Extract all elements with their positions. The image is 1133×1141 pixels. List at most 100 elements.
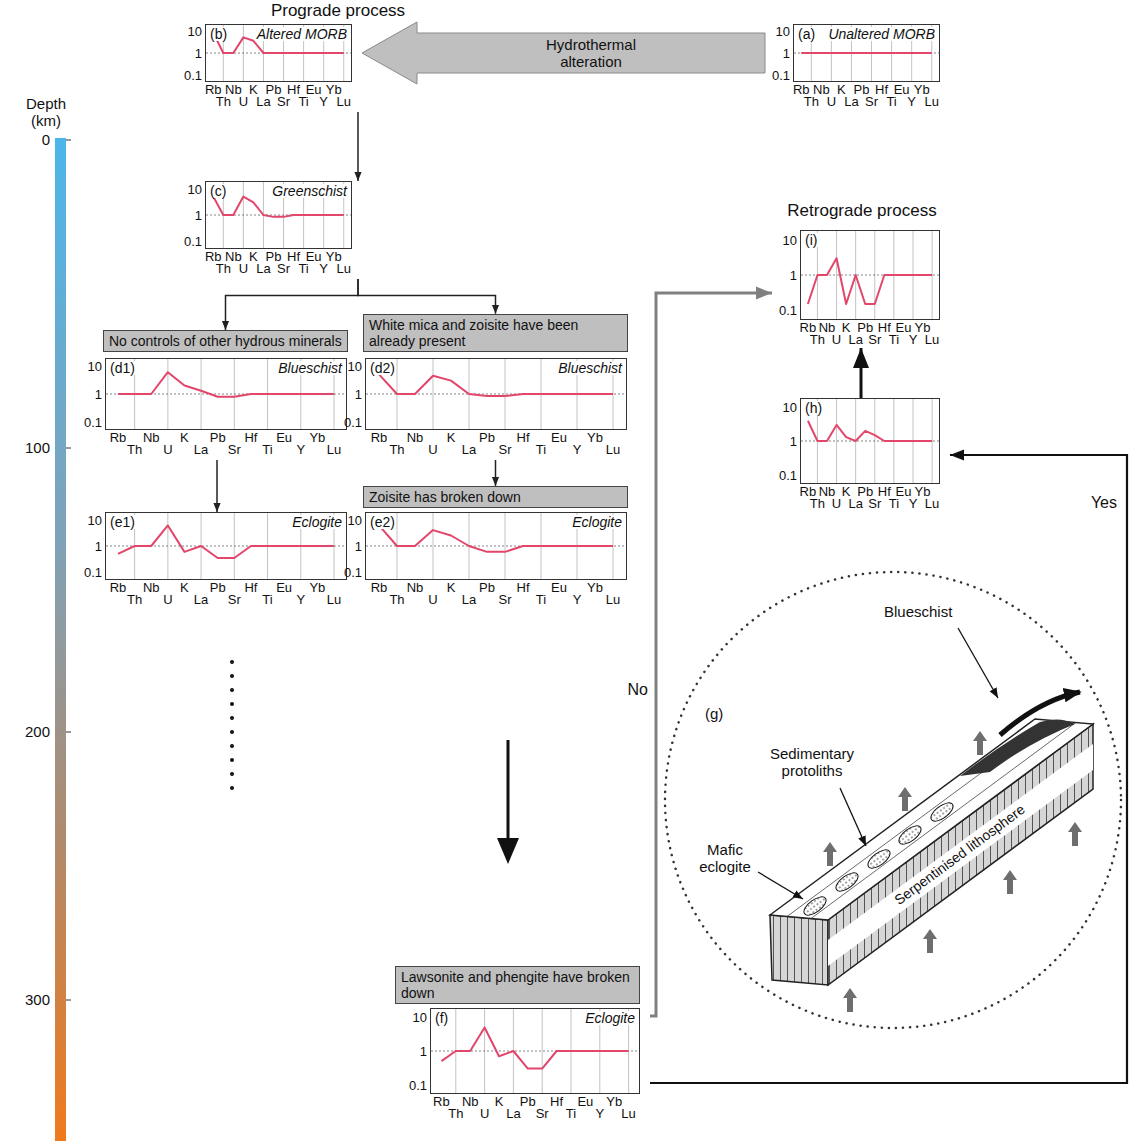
element-label: Rb <box>800 321 817 334</box>
element-label: Sr <box>868 333 881 346</box>
pattern-line <box>379 374 613 396</box>
element-label: Lu <box>621 1107 635 1120</box>
exhumation-arrow <box>1000 692 1080 735</box>
grid-line <box>223 25 224 81</box>
plot-frame: (i) <box>800 230 940 320</box>
grid-line <box>855 399 856 483</box>
element-label: Th <box>216 95 231 108</box>
axis-tick-label: 0.1 <box>337 416 362 429</box>
axis-tick-label: 1 <box>765 47 790 60</box>
grid-line <box>283 25 284 81</box>
element-label: K <box>447 431 456 444</box>
reference-line <box>106 394 346 395</box>
element-label: Sr <box>277 95 290 108</box>
flow-arrow <box>226 279 359 330</box>
axis-tick-label: 0.1 <box>765 69 790 82</box>
grid-line <box>300 513 301 579</box>
element-label: Hf <box>244 431 257 444</box>
illustration-label: Sedimentary protoliths <box>762 746 862 779</box>
element-label: U <box>827 95 836 108</box>
axis-tick-label: 10 <box>77 513 102 526</box>
grid-line <box>831 25 832 81</box>
grid-line <box>874 231 875 319</box>
grid-line <box>201 359 202 429</box>
pattern-line <box>118 525 334 558</box>
axis-tick-label: 1 <box>772 435 797 448</box>
grid-line <box>201 513 202 579</box>
element-label: La <box>256 95 270 108</box>
grid-line <box>932 231 933 319</box>
element-label: Nb <box>225 83 242 96</box>
element-label: Eu <box>551 431 567 444</box>
spider-diagram-panel: (b)Altered MORB1010.1RbThNbUKLaPbSrHfTiE… <box>177 24 362 110</box>
grid-line <box>433 359 434 429</box>
axis-tick-label: 1 <box>337 388 362 401</box>
pattern-line <box>808 258 932 304</box>
element-label: K <box>180 581 189 594</box>
element-label: Pb <box>266 250 282 263</box>
element-label: Ti <box>262 593 272 606</box>
axis-tick-label: 10 <box>337 513 362 526</box>
slab-block <box>770 719 1093 985</box>
element-label: Nb <box>407 581 424 594</box>
grid-line <box>893 231 894 319</box>
process-heading: Retrograde process <box>787 202 936 221</box>
reference-line <box>206 215 351 216</box>
element-label: K <box>447 581 456 594</box>
grid-line <box>323 182 324 248</box>
element-label: Lu <box>327 443 341 456</box>
panel-letter: (d1) <box>109 361 136 375</box>
grid-line <box>836 231 837 319</box>
element-label: Hf <box>287 250 300 263</box>
element-label: Th <box>389 443 404 456</box>
pattern-line <box>213 197 344 217</box>
element-label: K <box>842 485 851 498</box>
depth-value: 0 <box>42 132 50 149</box>
axis-tick-label: 0.1 <box>177 235 202 248</box>
plot-frame: (a)Unaltered MORB <box>793 24 940 82</box>
spider-plot <box>794 25 939 81</box>
edge-label: Hydrothermal alteration <box>536 37 646 70</box>
spider-plot <box>106 513 346 579</box>
element-label: Nb <box>819 485 836 498</box>
element-label: Lu <box>606 593 620 606</box>
grid-line <box>267 359 268 429</box>
grid-line <box>505 359 506 429</box>
element-label: Yb <box>606 1095 622 1108</box>
element-label: Pb <box>857 485 873 498</box>
grid-line <box>817 399 818 483</box>
element-label: Lu <box>925 95 939 108</box>
flow-arrow <box>357 112 359 181</box>
axis-tick-label: 1 <box>177 47 202 60</box>
element-label: La <box>194 593 208 606</box>
grid-line <box>484 1009 485 1093</box>
element-label: U <box>832 497 841 510</box>
pattern-line <box>379 525 613 551</box>
plot-frame: (d2)Blueschist <box>365 358 627 430</box>
condition-text: Lawsonite and phengite have broken down <box>401 969 634 1001</box>
continuation-dots <box>230 660 234 790</box>
spider-diagram-panel: (a)Unaltered MORB1010.1RbThNbUKLaPbSrHfT… <box>765 24 950 110</box>
grid-line <box>932 399 933 483</box>
element-label: Eu <box>306 83 322 96</box>
grid-line <box>397 359 398 429</box>
panel-letter: (g) <box>705 706 723 723</box>
element-label: Eu <box>306 250 322 263</box>
grid-line <box>891 25 892 81</box>
axis-tick-label: 10 <box>772 233 797 246</box>
uplift-arrows <box>823 731 1082 1012</box>
element-label: Rb <box>205 250 222 263</box>
element-label: La <box>194 443 208 456</box>
reference-line <box>206 53 351 54</box>
condition-box: White mica and zoisite have been already… <box>363 314 628 352</box>
plot-frame: (d1)Blueschist <box>105 358 347 430</box>
spider-plot <box>431 1009 639 1093</box>
axis-tick-label: 1 <box>772 269 797 282</box>
element-label: K <box>495 1095 504 1108</box>
element-label: Lu <box>925 333 939 346</box>
grid-line <box>871 25 872 81</box>
spider-plot <box>366 359 626 429</box>
element-label: Th <box>810 333 825 346</box>
grid-line <box>817 231 818 319</box>
